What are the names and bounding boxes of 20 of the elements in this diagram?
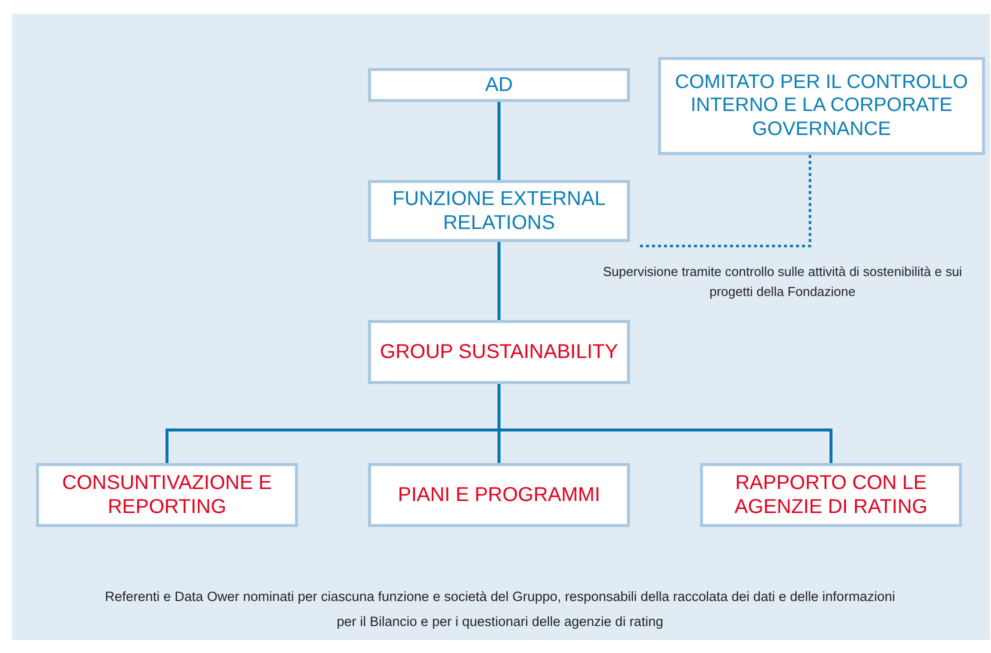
footnote: Referenti e Data Ower nominati per ciascuna funzione e società del Gruppo, responsabili della raccolata dei dati e delle informazioni per il Bilancio e per i questionari delle agenzie di rating bbox=[104, 588, 896, 631]
org-box bbox=[658, 57, 985, 155]
connector-line bbox=[498, 102, 500, 180]
box-title: CONSUNTIVAZIONE E REPORTING bbox=[61, 471, 273, 519]
org-box bbox=[36, 463, 298, 527]
org-box bbox=[368, 320, 630, 384]
box-title: GROUP SUSTAINABILITY bbox=[378, 340, 620, 364]
org-box bbox=[368, 68, 630, 102]
dotted-connector bbox=[637, 155, 812, 248]
connector-line bbox=[498, 384, 832, 463]
org-box bbox=[368, 180, 630, 242]
connector-line bbox=[498, 242, 500, 320]
box-title: AD bbox=[484, 73, 514, 97]
org-box bbox=[700, 463, 962, 527]
box-title: FUNZIONE EXTERNAL RELATIONS bbox=[391, 187, 607, 235]
box-title: PIANI E PROGRAMMI bbox=[396, 483, 602, 507]
org-box bbox=[368, 463, 630, 527]
box-title: RAPPORTO CON LE AGENZIE DI RATING bbox=[734, 471, 928, 519]
box-title: COMITATO PER IL CONTROLLO INTERNO E LA CORPORATE GOVERNANCE bbox=[674, 70, 969, 142]
edge-label: Supervisione tramite controllo sulle attività di sostenibilità e sui progetti della Fondazione bbox=[602, 263, 964, 302]
